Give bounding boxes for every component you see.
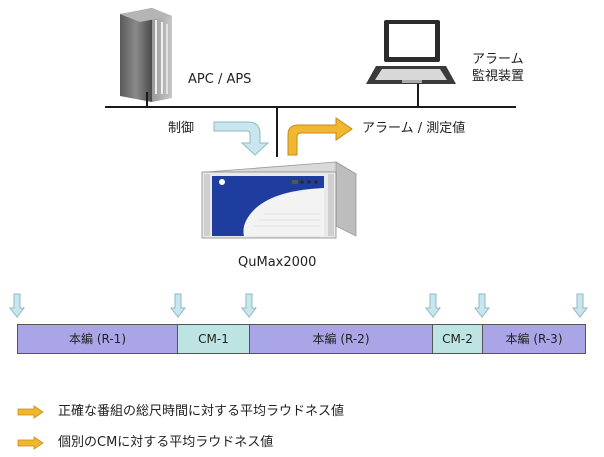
alarm-arrow-icon [287, 117, 353, 156]
alarm-monitor-label-line2: 監視装置 [472, 69, 525, 84]
timeline-segment-program-2: 本編 (R-2) [249, 324, 433, 354]
legend-item-program-average: 正確な番組の総尺時間に対する平均ラウドネス値 [58, 404, 345, 419]
marker-arrow-icon [474, 293, 490, 318]
legend-arrow-icon [17, 436, 44, 450]
laptop-bus-connector [417, 84, 419, 107]
timeline-segment-program-3: 本編 (R-3) [482, 324, 586, 354]
timeline-segment-cm-1: CM-1 [177, 324, 250, 354]
timeline-segment-cm-2: CM-2 [432, 324, 483, 354]
legend-item-cm-average: 個別のCMに対する平均ラウドネス値 [58, 435, 274, 450]
laptop-icon [366, 20, 456, 84]
marker-arrow-icon [170, 293, 186, 318]
marker-arrow-icon [9, 293, 25, 318]
network-bus-line [105, 106, 516, 108]
alarm-measure-label: アラーム / 測定値 [362, 121, 466, 136]
marker-arrow-icon [241, 293, 257, 318]
server-tower-icon [120, 8, 172, 102]
qumax-bus-connector [276, 107, 278, 157]
legend-arrow-icon [17, 405, 44, 419]
marker-arrow-icon [425, 293, 441, 318]
control-arrow-icon [213, 121, 270, 156]
timeline-segment-program-1: 本編 (R-1) [17, 324, 178, 354]
qumax-label: QuMax2000 [238, 255, 317, 270]
qumax-device-icon [201, 161, 358, 239]
marker-arrow-icon [572, 293, 588, 318]
server-bus-connector [146, 92, 148, 107]
control-label: 制御 [168, 121, 195, 136]
alarm-monitor-label-line1: アラーム [472, 52, 524, 67]
apc-label: APC / APS [188, 72, 252, 87]
